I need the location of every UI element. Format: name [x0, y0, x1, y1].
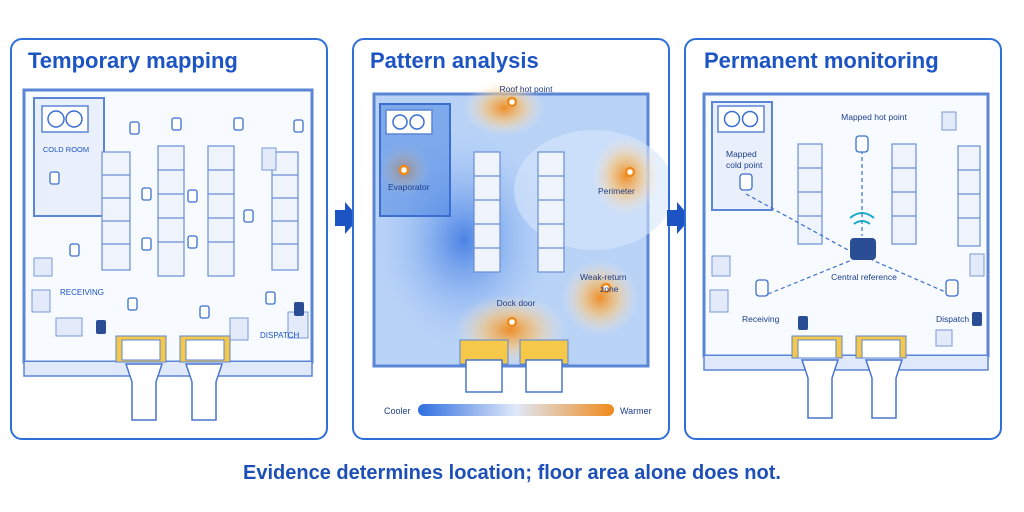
rack-group [797, 143, 981, 247]
hot-point-markers [398, 96, 636, 328]
truck-icon [800, 359, 904, 419]
rack-group [101, 145, 299, 277]
fan-icon [65, 110, 83, 128]
floor-plan-permanent: Central reference Mapped hot point Mappe… [702, 92, 990, 419]
central-reference-hub [850, 238, 876, 260]
forklift-icon [96, 302, 304, 334]
wifi-icon [849, 212, 875, 225]
sensor-icon [739, 135, 959, 297]
panel-title: Permanent monitoring [704, 48, 939, 73]
panel-title: Pattern analysis [370, 48, 539, 73]
label-mapped-hot-point: Mapped hot point [841, 112, 907, 122]
label-weak-return-2: zone [600, 284, 619, 294]
label-dispatch: Dispatch [936, 314, 969, 324]
evaporator-unit [41, 105, 89, 133]
rack-group [473, 151, 565, 273]
label-mapped-cold-2: cold point [726, 160, 763, 170]
legend-warmer: Warmer [620, 406, 652, 416]
label-evaporator: Evaporator [388, 182, 430, 192]
panel-title: Temporary mapping [28, 48, 238, 73]
label-mapped-cold-1: Mapped [726, 149, 757, 159]
floor-plan-temporary: COLD ROOM [22, 88, 314, 421]
fan-icon [723, 110, 741, 128]
pallet-group [31, 147, 309, 341]
arrow-right-icon [335, 202, 359, 234]
pallet-group [709, 111, 985, 347]
fan-icon [392, 114, 408, 130]
label-perimeter: Perimeter [598, 186, 635, 196]
label-dock-door: Dock door [497, 298, 536, 308]
heatmap-floor-plan: Roof hot point Evaporator Perimeter Weak… [372, 80, 668, 416]
label-central-reference: Central reference [831, 272, 897, 282]
panel-permanent-monitoring: Permanent monitoring [684, 38, 1002, 440]
dock-doors [115, 335, 231, 363]
fan-icon [409, 114, 425, 130]
arrow-right-icon [667, 202, 691, 234]
label-receiving: RECEIVING [60, 288, 104, 297]
sensor-group [49, 117, 304, 319]
fan-icon [47, 110, 65, 128]
forklift-icon [798, 312, 982, 330]
label-cold-room: COLD ROOM [43, 145, 89, 154]
label-receiving: Receiving [742, 314, 780, 324]
caption: Evidence determines location; floor area… [243, 462, 781, 484]
dock-doors [791, 335, 907, 359]
legend-gradient [418, 404, 614, 416]
label-weak-return-1: Weak-return [580, 272, 627, 282]
legend-cooler: Cooler [384, 406, 411, 416]
panel-pattern-analysis: Pattern analysis [352, 38, 670, 440]
label-dispatch: DISPATCH [260, 331, 299, 340]
truck-icon [124, 363, 224, 421]
fan-icon [741, 110, 759, 128]
truck-icon [465, 359, 563, 393]
label-roof-hot-point: Roof hot point [500, 84, 554, 94]
panel-temporary-mapping: Temporary mapping COLD ROOM [10, 38, 328, 440]
